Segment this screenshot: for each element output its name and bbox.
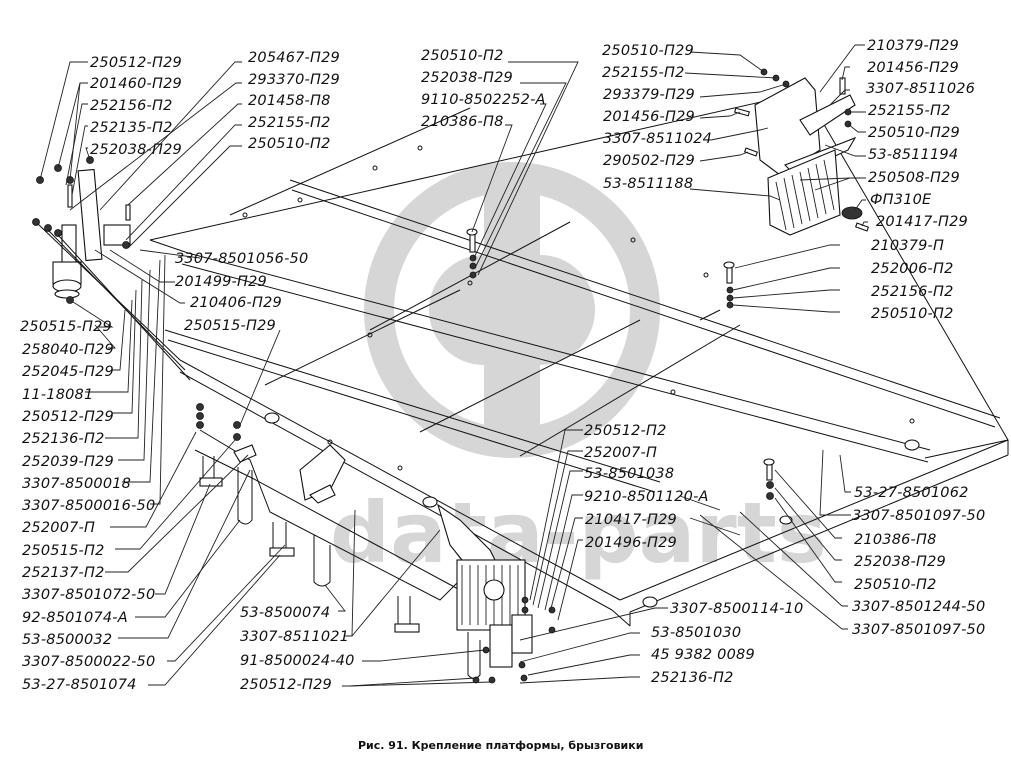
part-label[interactable]: 250510-П2 bbox=[854, 577, 937, 593]
part-label[interactable]: 250512-П2 bbox=[584, 423, 667, 439]
part-label[interactable]: 252006-П2 bbox=[871, 261, 954, 277]
part-label[interactable]: 252155-П2 bbox=[248, 115, 331, 131]
part-label[interactable]: 250512-П29 bbox=[90, 55, 182, 71]
part-label[interactable]: 250510-П29 bbox=[868, 125, 960, 141]
part-label[interactable]: 53-8501038 bbox=[584, 466, 674, 482]
leader-lines bbox=[39, 44, 868, 687]
front-mudflap bbox=[437, 503, 556, 684]
part-label[interactable]: 3307-8501244-50 bbox=[852, 599, 985, 615]
part-label[interactable]: 210386-П8 bbox=[854, 532, 937, 548]
part-label[interactable]: 252038-П29 bbox=[854, 554, 946, 570]
part-label[interactable]: 250515-П2 bbox=[22, 543, 105, 559]
part-label[interactable]: 3307-8500114-10 bbox=[670, 601, 803, 617]
part-label[interactable]: 210386-П8 bbox=[421, 114, 504, 130]
part-label[interactable]: 53-8500032 bbox=[22, 632, 112, 648]
watermark: data-parts bbox=[330, 162, 827, 582]
part-label[interactable]: 252039-П29 bbox=[22, 454, 114, 470]
top-center-fasteners bbox=[466, 228, 478, 279]
part-label[interactable]: 9110-8502252-А bbox=[421, 92, 546, 108]
part-label[interactable]: 3307-8501097-50 bbox=[852, 622, 985, 638]
part-label[interactable]: 91-8500024-40 bbox=[240, 653, 355, 669]
watermark-logo-stem bbox=[484, 190, 540, 435]
part-label[interactable]: 53-8511188 bbox=[603, 176, 693, 192]
part-label[interactable]: 293379-П29 bbox=[603, 87, 695, 103]
lower-brackets bbox=[196, 403, 420, 633]
part-label[interactable]: 11-18081 bbox=[22, 387, 93, 403]
figure-caption: Рис. 91. Крепление платформы, брызговики bbox=[358, 739, 643, 752]
part-label[interactable]: 3307-8500016-50 bbox=[22, 498, 155, 514]
part-label[interactable]: 252135-П2 bbox=[90, 120, 173, 136]
part-label[interactable]: 205467-П29 bbox=[248, 50, 340, 66]
part-label[interactable]: 201460-П29 bbox=[90, 76, 182, 92]
part-label[interactable]: 9210-8501120-А bbox=[584, 489, 709, 505]
part-label[interactable]: 252155-П2 bbox=[602, 65, 685, 81]
right-lower-fasteners bbox=[763, 458, 775, 500]
platform-drawing bbox=[149, 91, 1009, 627]
part-label[interactable]: 210417-П29 bbox=[585, 512, 677, 528]
part-label[interactable]: 53-8511194 bbox=[868, 147, 958, 163]
part-label[interactable]: 210379-П bbox=[871, 238, 944, 254]
part-label[interactable]: 252007-П bbox=[22, 520, 95, 536]
part-label[interactable]: 258040-П29 bbox=[22, 342, 114, 358]
part-label[interactable]: 210406-П29 bbox=[190, 295, 282, 311]
part-label[interactable]: 3307-8511026 bbox=[866, 81, 975, 97]
part-label[interactable]: 252156-П2 bbox=[90, 98, 173, 114]
bolt-holes bbox=[242, 145, 915, 471]
part-label[interactable]: 250515-П29 bbox=[20, 319, 112, 335]
part-label[interactable]: 201456-П29 bbox=[867, 60, 959, 76]
part-label[interactable]: ФП310Е bbox=[870, 192, 932, 208]
part-label[interactable]: 210379-П29 bbox=[867, 38, 959, 54]
part-label[interactable]: 53-27-8501074 bbox=[22, 677, 137, 693]
part-label[interactable]: 3307-8501097-50 bbox=[852, 508, 985, 524]
right-upper-fasteners bbox=[723, 261, 735, 309]
part-label[interactable]: 250510-П2 bbox=[248, 136, 331, 152]
part-label[interactable]: 250510-П29 bbox=[602, 43, 694, 59]
part-label[interactable]: 201458-П8 bbox=[248, 93, 331, 109]
part-label[interactable]: 3307-8501056-50 bbox=[175, 251, 308, 267]
part-label[interactable]: 250512-П29 bbox=[22, 409, 114, 425]
part-label[interactable]: 3307-8500022-50 bbox=[22, 654, 155, 670]
part-label[interactable]: 3307-8501072-50 bbox=[22, 587, 155, 603]
part-label[interactable]: 252038-П29 bbox=[421, 70, 513, 86]
part-label[interactable]: 53-8500074 bbox=[240, 605, 330, 621]
part-label[interactable]: 252045-П29 bbox=[22, 364, 114, 380]
part-label[interactable]: 293370-П29 bbox=[248, 72, 340, 88]
part-label[interactable]: 3307-8511024 bbox=[603, 131, 712, 147]
part-label[interactable]: 3307-8511021 bbox=[240, 629, 349, 645]
part-label[interactable]: 3307-8500018 bbox=[22, 476, 131, 492]
part-label[interactable]: 201417-П29 bbox=[876, 214, 968, 230]
part-label[interactable]: 252038-П29 bbox=[90, 142, 182, 158]
left-bracket-assembly bbox=[32, 156, 191, 381]
part-label[interactable]: 290502-П29 bbox=[603, 153, 695, 169]
part-label[interactable]: 252155-П2 bbox=[868, 103, 951, 119]
part-label[interactable]: 252007-П bbox=[584, 445, 657, 461]
rear-mudflap bbox=[734, 68, 870, 236]
watermark-logo-bowl bbox=[540, 255, 595, 365]
part-label[interactable]: 92-8501074-А bbox=[22, 610, 128, 626]
watermark-logo-left-bowl bbox=[429, 255, 484, 365]
part-label[interactable]: 250510-П2 bbox=[871, 306, 954, 322]
part-label[interactable]: 252137-П2 bbox=[22, 565, 105, 581]
part-label[interactable]: 201499-П29 bbox=[175, 274, 267, 290]
part-label[interactable]: 250515-П29 bbox=[184, 318, 276, 334]
part-label[interactable]: 250510-П2 bbox=[421, 48, 504, 64]
part-labels: 250512-П29 201460-П29 252156-П2 252135-П… bbox=[20, 38, 985, 693]
part-label[interactable]: 53-8501030 bbox=[651, 625, 741, 641]
part-label[interactable]: 250512-П29 bbox=[240, 677, 332, 693]
part-label[interactable]: 252136-П2 bbox=[22, 431, 105, 447]
part-label[interactable]: 250508-П29 bbox=[868, 170, 960, 186]
part-label[interactable]: 45 9382 0089 bbox=[651, 647, 755, 663]
part-label[interactable]: 252136-П2 bbox=[651, 670, 734, 686]
part-label[interactable]: 252156-П2 bbox=[871, 284, 954, 300]
part-label[interactable]: 201456-П29 bbox=[603, 109, 695, 125]
part-label[interactable]: 201496-П29 bbox=[585, 535, 677, 551]
part-label[interactable]: 53-27-8501062 bbox=[854, 485, 969, 501]
watermark-text: data-parts bbox=[330, 484, 827, 582]
